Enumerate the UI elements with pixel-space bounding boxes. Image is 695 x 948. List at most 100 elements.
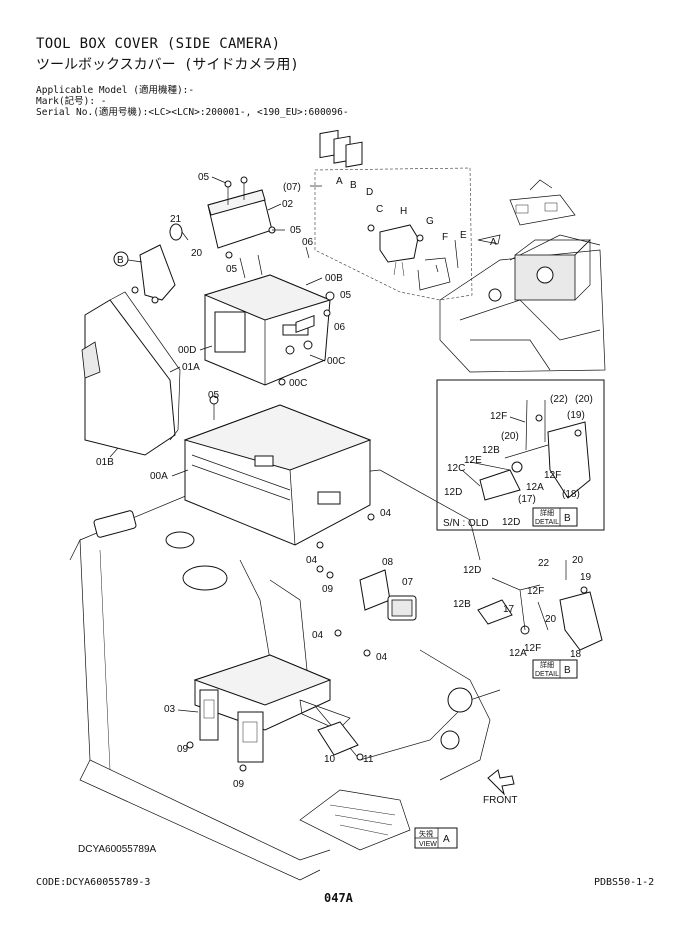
overview-sketch: A bbox=[439, 179, 606, 373]
camera-kit-group: (07) A B D C H G F E bbox=[283, 129, 473, 301]
detail-old-22: (22) bbox=[550, 394, 568, 405]
detail-new-18: 18 bbox=[570, 649, 582, 660]
detail-old-17: (17) bbox=[518, 494, 536, 505]
callout-09-top: 09 bbox=[322, 584, 334, 595]
callout-03: 03 bbox=[164, 704, 176, 715]
detail-new-20: 20 bbox=[572, 555, 584, 566]
detail-old-18: (18) bbox=[562, 489, 580, 500]
side-camera-07: 08 07 04 09 04 04 bbox=[306, 541, 417, 663]
callout-10: 10 bbox=[324, 754, 336, 765]
callout-06-top: 06 bbox=[302, 237, 314, 248]
callout-kit-d: D bbox=[366, 187, 373, 198]
detail-old-20a: (20) bbox=[575, 394, 593, 405]
detail-new-17: 17 bbox=[503, 604, 515, 615]
callout-09-left: 09 bbox=[177, 744, 189, 755]
callout-kit-c: C bbox=[376, 204, 383, 215]
detail-new-22: 22 bbox=[538, 558, 550, 569]
detail-old-letter: B bbox=[564, 513, 571, 524]
callout-05-box: 05 bbox=[208, 390, 220, 401]
detail-old-12e: 12E bbox=[464, 455, 482, 466]
detail-old-12c: 12C bbox=[447, 463, 465, 474]
callout-kit-g: G bbox=[426, 216, 434, 227]
detail-new-12b: 12B bbox=[453, 599, 471, 610]
front-label: FRONT bbox=[483, 795, 517, 806]
callout-kit-e: E bbox=[460, 230, 467, 241]
callout-06-side: 06 bbox=[334, 322, 346, 333]
view-a-box: 矢視 VIEW A bbox=[414, 827, 458, 849]
callout-04-mid: 04 bbox=[312, 630, 324, 641]
callout-00c: 00C bbox=[327, 356, 345, 367]
page-number: 047A bbox=[324, 891, 353, 905]
serial-number: Serial No.(適用号機):<LC><LCN>:200001-, <190… bbox=[36, 107, 349, 118]
detail-old-12b: 12B bbox=[482, 445, 500, 456]
mark-label: Mark(記号): - bbox=[36, 96, 107, 107]
callout-05-side: 05 bbox=[340, 290, 352, 301]
detail-old-jp: 詳細 bbox=[540, 508, 554, 517]
side-cover-01: 01A 01B bbox=[81, 291, 200, 468]
callout-kit-a: A bbox=[336, 176, 343, 187]
footer-code: CODE:DCYA60055789-3 bbox=[36, 877, 151, 888]
housing-00b: 06 00B 05 06 00C 00D 00C bbox=[178, 237, 352, 389]
machine-frame bbox=[69, 469, 501, 881]
document-id: PDBS50-1-2 bbox=[594, 877, 655, 888]
callout-01b: 01B bbox=[96, 457, 114, 468]
detail-b-new: 22 20 12D 19 12F 12B 17 20 12F 12A 18 詳細… bbox=[453, 555, 603, 679]
detail-new-12a: 12A bbox=[509, 648, 527, 659]
callout-11: 11 bbox=[363, 754, 374, 765]
callout-07: 07 bbox=[402, 577, 414, 588]
page-title-japanese: ツールボックスカバー (サイドカメラ用) bbox=[36, 57, 299, 73]
detail-old-12d: 12D bbox=[444, 487, 462, 498]
detail-old-12d2: 12D bbox=[502, 517, 520, 528]
callout-05-under: 05 bbox=[226, 264, 238, 275]
detail-new-12d: 12D bbox=[463, 565, 481, 576]
callout-02: 02 bbox=[282, 199, 294, 210]
callout-00a: 00A bbox=[150, 471, 168, 482]
detail-old-en: DETAIL bbox=[535, 519, 559, 526]
detail-new-19: 19 bbox=[580, 572, 592, 583]
detail-old-12f: 12F bbox=[490, 411, 507, 422]
callout-00c-lower: 00C bbox=[289, 378, 307, 389]
callout-00b: 00B bbox=[325, 273, 343, 284]
detail-b-ref: B bbox=[117, 255, 124, 266]
callout-05-right: 05 bbox=[290, 225, 302, 236]
callout-09-bottom: 09 bbox=[233, 779, 245, 790]
detail-new-12f: 12F bbox=[527, 586, 544, 597]
callout-kit-h: H bbox=[400, 206, 407, 217]
callout-21: 21 bbox=[170, 214, 182, 225]
callout-kit-f: F bbox=[442, 232, 448, 243]
detail-new-12f2: 12F bbox=[524, 643, 541, 654]
callout-04-left: 04 bbox=[306, 555, 318, 566]
callout-00d: 00D bbox=[178, 345, 196, 356]
front-direction: FRONT bbox=[483, 769, 517, 806]
detail-old-19: (19) bbox=[567, 410, 585, 421]
callout-04-box: 04 bbox=[380, 508, 392, 519]
detail-new-jp: 詳細 bbox=[540, 660, 554, 669]
callout-08: 08 bbox=[382, 557, 394, 568]
toolbox-00a: 05 00A 04 bbox=[150, 315, 392, 546]
detail-new-20b: 20 bbox=[545, 614, 557, 625]
callout-20: 20 bbox=[191, 248, 203, 259]
drawing-code: DCYA60055789A bbox=[78, 844, 157, 855]
detail-b-old: (22) (20) (19) 12F (20) 12B 12E 12C 12A … bbox=[436, 379, 605, 531]
detail-old-12f2: 12F bbox=[544, 470, 561, 481]
view-en: VIEW bbox=[419, 841, 437, 848]
callout-kit-b: B bbox=[350, 180, 357, 191]
callout-07-kit: (07) bbox=[283, 182, 301, 193]
cover-plate-02: 05 02 05 05 bbox=[198, 172, 302, 275]
callout-01a: 01A bbox=[182, 362, 200, 373]
view-jp: 矢視 bbox=[419, 829, 433, 838]
detail-new-letter: B bbox=[564, 665, 571, 676]
callout-05-top: 05 bbox=[198, 172, 210, 183]
callout-04-right: 04 bbox=[376, 652, 388, 663]
view-a-marker: A bbox=[490, 237, 497, 248]
detail-old-20b: (20) bbox=[501, 431, 519, 442]
applicable-model: Applicable Model (適用機種):- bbox=[36, 85, 195, 96]
page-title-english: TOOL BOX COVER (SIDE CAMERA) bbox=[36, 36, 281, 52]
bracket-assembly: 21 20 B bbox=[113, 214, 203, 304]
bracket-03: 03 09 09 10 11 bbox=[164, 654, 374, 790]
sn-old-label: S/N : OLD bbox=[443, 518, 489, 529]
detail-new-en: DETAIL bbox=[535, 671, 559, 678]
detail-old-12a: 12A bbox=[526, 482, 544, 493]
